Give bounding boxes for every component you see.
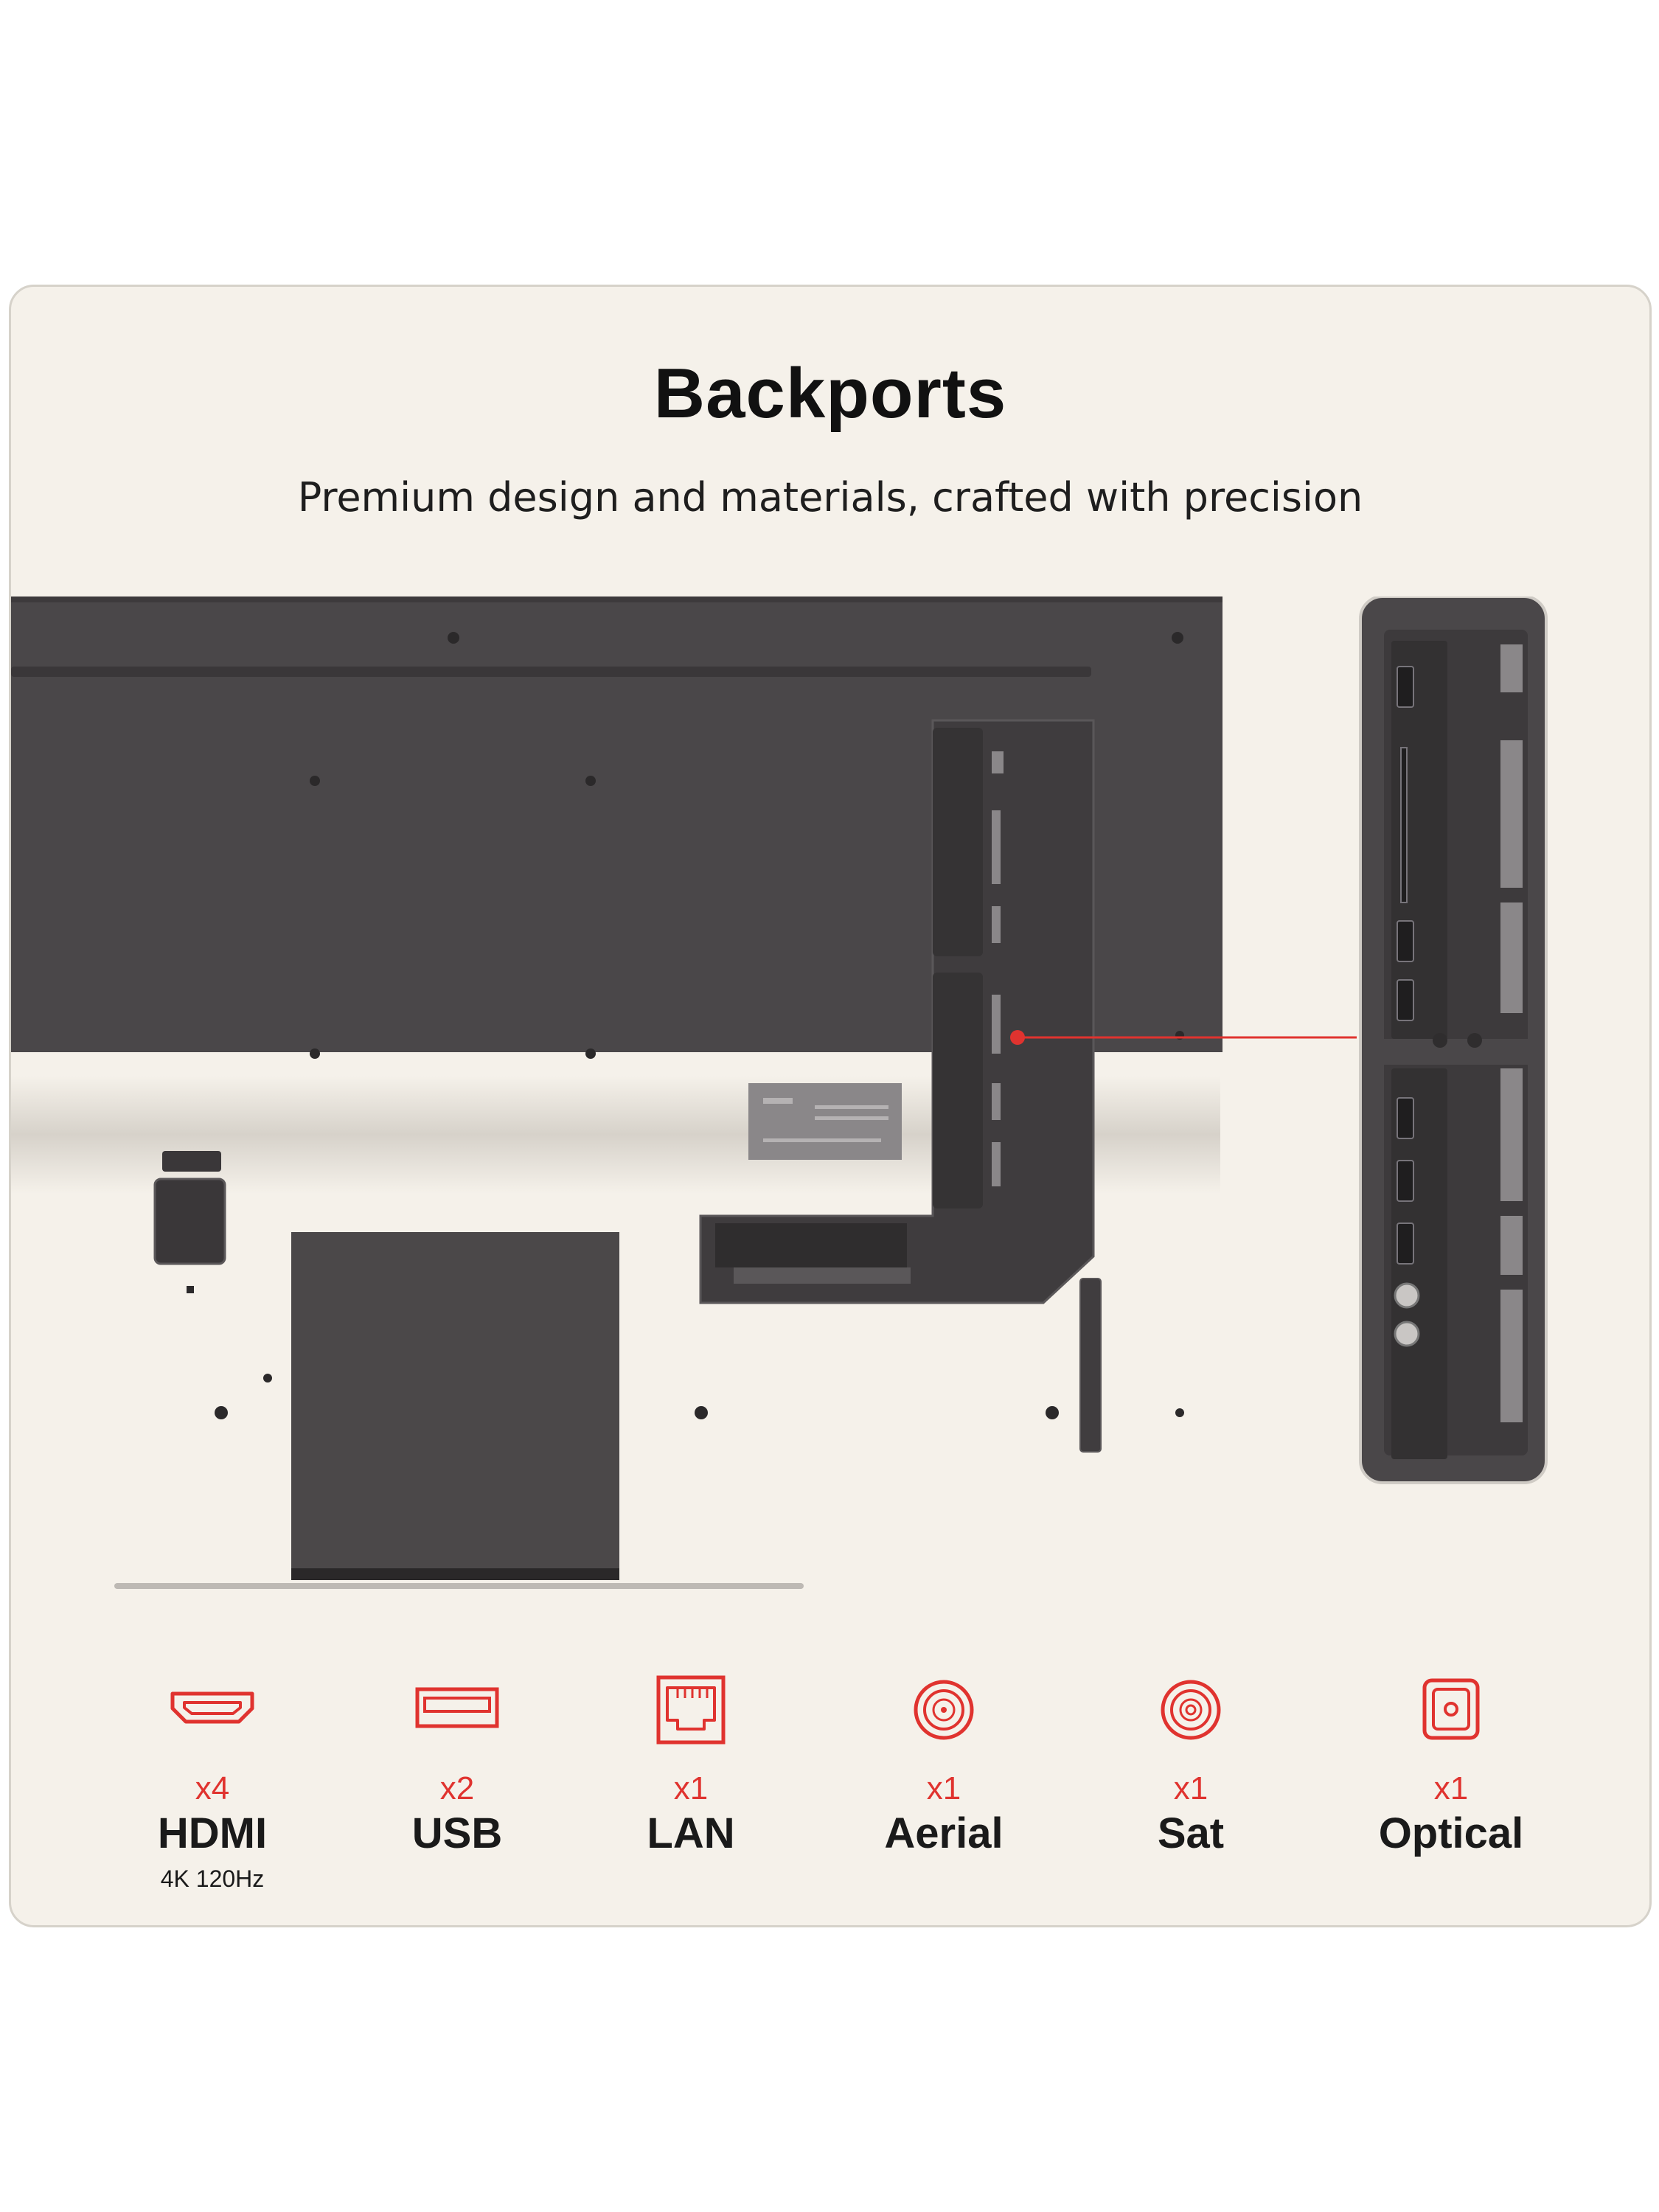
lan-count: x1 xyxy=(673,1770,709,1806)
optical-count: x1 xyxy=(1433,1770,1469,1806)
tv-back-illustration xyxy=(11,597,1548,1589)
hdmi-count: x4 xyxy=(195,1770,230,1806)
sat-icon xyxy=(1161,1680,1221,1740)
top-vent-strip xyxy=(11,667,1091,677)
usb-count: x2 xyxy=(439,1770,475,1806)
usb-icon xyxy=(415,1687,499,1728)
optical-icon xyxy=(1422,1678,1480,1740)
feature-lan: x1 LAN xyxy=(566,1673,816,1858)
feature-usb: x2 USB xyxy=(332,1673,582,1858)
port-zoom-detail xyxy=(1359,597,1548,1484)
hdmi-label: HDMI xyxy=(157,1809,268,1857)
aerial-label: Aerial xyxy=(884,1809,1004,1857)
feature-aerial: x1 Aerial xyxy=(818,1673,1069,1858)
aerial-icon xyxy=(914,1680,974,1740)
power-socket xyxy=(153,1178,226,1265)
backports-card: Backports Premium design and materials, … xyxy=(9,285,1652,1927)
hdmi-icon xyxy=(170,1691,254,1724)
optical-label: Optical xyxy=(1378,1809,1524,1857)
page-subtitle: Premium design and materials, crafted wi… xyxy=(297,474,1363,521)
sat-count: x1 xyxy=(1173,1770,1208,1806)
lan-label: LAN xyxy=(647,1809,735,1857)
hdmi-sublabel: 4K 120Hz xyxy=(160,1865,265,1892)
feature-hdmi: x4 HDMI 4K 120Hz xyxy=(87,1673,338,1893)
sat-label: Sat xyxy=(1157,1809,1225,1857)
tv-stand xyxy=(291,1232,619,1577)
stand-base xyxy=(114,1583,804,1589)
usb-label: USB xyxy=(411,1809,503,1857)
ports-feature-row: x4 HDMI 4K 120Hz x2 USB x1 xyxy=(11,1673,1649,1909)
feature-optical: x1 Optical xyxy=(1326,1673,1576,1858)
zoom-pointer-dot xyxy=(1010,1030,1025,1045)
lan-icon xyxy=(656,1675,726,1745)
product-label xyxy=(748,1083,902,1160)
page-title: Backports xyxy=(653,354,1007,433)
aerial-count: x1 xyxy=(926,1770,961,1806)
feature-sat: x1 Sat xyxy=(1065,1673,1316,1858)
